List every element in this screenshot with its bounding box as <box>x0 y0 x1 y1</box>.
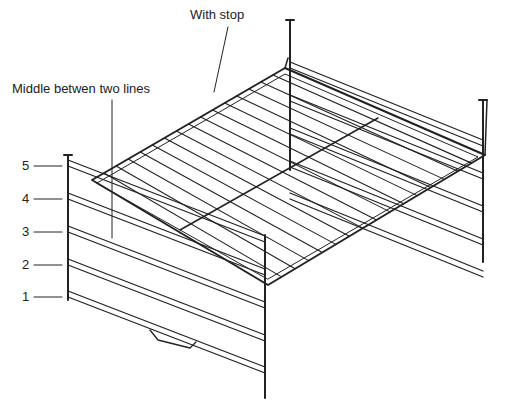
shelf-wires <box>104 75 471 277</box>
wire-shelf <box>92 58 487 285</box>
level-number: 1 <box>22 290 29 304</box>
left-side-runner <box>64 155 265 398</box>
right-side-runner <box>286 20 487 277</box>
callout-label: With stop <box>190 8 244 22</box>
leader-lines <box>34 27 228 297</box>
level-number: 4 <box>22 192 29 206</box>
callout-label: Middle betwen two lines <box>12 82 150 96</box>
level-number: 3 <box>22 225 29 239</box>
level-number: 2 <box>22 258 29 272</box>
level-number: 5 <box>22 159 29 173</box>
